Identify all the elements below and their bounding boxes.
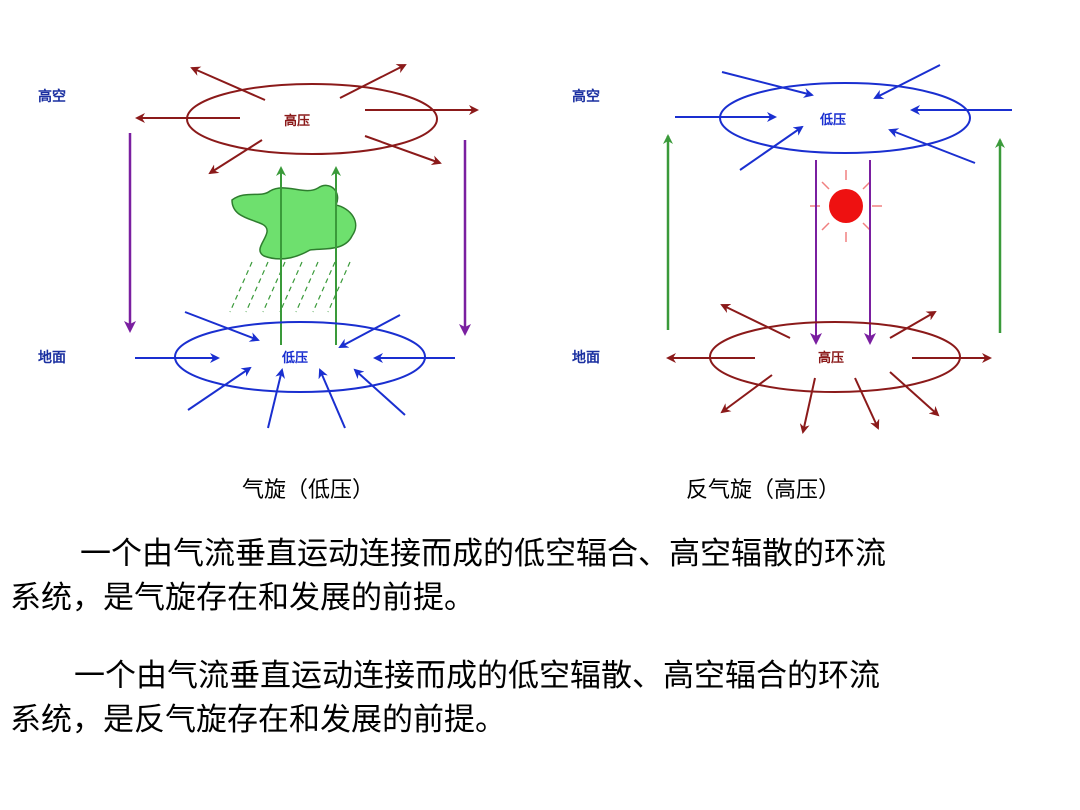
divergence-arrow bbox=[208, 139, 263, 175]
convergence-arrow bbox=[318, 368, 346, 429]
right-level-ground-label: 地面 bbox=[572, 349, 600, 366]
divergence-arrow bbox=[190, 66, 266, 101]
right-ground-center-label: 高压 bbox=[818, 350, 844, 366]
cyclone-description: 一个由气流垂直运动连接而成的低空辐合、高空辐散的环流 系统，是气旋存在和发展的前… bbox=[10, 532, 1070, 620]
anticyclone-diagram: 高空 地面 低压 bbox=[572, 64, 1012, 434]
convergence-arrow bbox=[184, 311, 260, 342]
anticyclone-caption: 反气旋（高压） bbox=[686, 478, 841, 503]
convergence-arrow bbox=[338, 314, 401, 348]
anticyclone-description-line2: 系统，是反气旋存在和发展的前提。 bbox=[10, 702, 506, 738]
divergence-arrow bbox=[799, 377, 816, 434]
cyclone-anticyclone-diagram: 高空 地面 高压 bbox=[38, 64, 1012, 434]
left-convergence-arrows bbox=[135, 311, 455, 429]
anticyclone-description: 一个由气流垂直运动连接而成的低空辐散、高空辐合的环流 系统，是反气旋存在和发展的… bbox=[10, 654, 1070, 742]
cyclone-description-line2: 系统，是气旋存在和发展的前提。 bbox=[10, 580, 475, 616]
cloud-icon bbox=[231, 184, 357, 260]
left-level-upper-label: 高空 bbox=[38, 88, 66, 105]
sun-icon bbox=[810, 170, 882, 242]
divergence-arrow bbox=[854, 377, 880, 430]
divergence-arrow bbox=[720, 374, 773, 414]
right-divergence-arrows bbox=[666, 303, 992, 434]
convergence-arrow bbox=[721, 71, 814, 98]
rain-streaks bbox=[229, 261, 351, 313]
left-ground-center-label: 低压 bbox=[281, 350, 308, 366]
divergence-arrow bbox=[720, 303, 791, 339]
cyclone-description-line1: 一个由气流垂直运动连接而成的低空辐合、高空辐散的环流 bbox=[80, 536, 886, 572]
right-upper-center-label: 低压 bbox=[819, 112, 846, 128]
convergence-arrow bbox=[267, 368, 285, 429]
left-level-ground-label: 地面 bbox=[38, 349, 66, 366]
divergence-arrow bbox=[889, 310, 937, 339]
left-divergence-arrows bbox=[135, 64, 479, 175]
convergence-arrow bbox=[873, 64, 941, 99]
divergence-arrow bbox=[364, 135, 442, 165]
divergence-arrow bbox=[889, 371, 940, 417]
divergence-arrow bbox=[339, 64, 407, 99]
right-convergence-arrows bbox=[675, 64, 1012, 171]
right-level-upper-label: 高空 bbox=[572, 88, 600, 105]
anticyclone-description-line1: 一个由气流垂直运动连接而成的低空辐散、高空辐合的环流 bbox=[74, 658, 880, 694]
convergence-arrow bbox=[739, 125, 804, 171]
cyclone-diagram: 高空 地面 高压 bbox=[38, 64, 479, 429]
convergence-arrow bbox=[187, 366, 252, 411]
convergence-arrow bbox=[888, 128, 976, 164]
convergence-arrow bbox=[353, 368, 406, 416]
left-upper-center-label: 高压 bbox=[284, 113, 310, 129]
cyclone-caption: 气旋（低压） bbox=[242, 478, 375, 503]
